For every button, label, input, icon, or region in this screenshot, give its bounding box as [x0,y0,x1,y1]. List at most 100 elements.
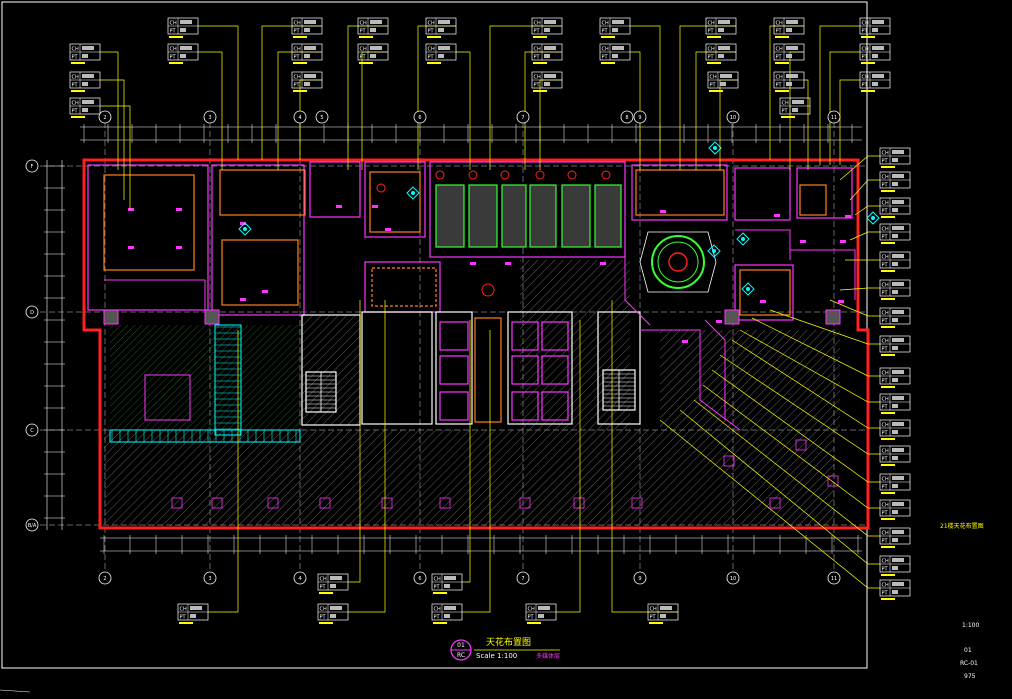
column-marker [211,497,223,509]
light-fixture [774,214,780,217]
tag-code-mark [718,46,730,50]
column-marker [267,497,279,509]
grid-bubble-label: 4 [298,115,301,121]
tag-code-mark [892,310,904,314]
tag-code-mark [330,584,336,588]
tag-ch-label: CH [434,577,441,583]
light-fixture [716,320,722,323]
tag-code-mark [370,54,376,58]
tag-code-mark [82,82,88,86]
tag-ch-label: CH [320,577,327,583]
tag-code-mark [660,614,666,618]
tag-ch-label: CH [776,75,783,81]
tag-code-mark [892,502,904,506]
grid-bubble-label: 2 [103,576,106,582]
side-item-1: 01 [964,647,972,654]
tag-pt-label: PT [782,109,789,115]
light-fixture [176,246,182,249]
tag-ch-label: CH [534,21,541,27]
tag-note-mark [775,90,789,92]
tag-ch-label: CH [882,397,889,403]
tag-ch-label: CH [882,151,889,157]
grid-bubble: 10 [726,571,740,585]
partition-lines [103,220,856,431]
tag-note-mark [881,386,895,388]
tag-ch-label: CH [882,503,889,509]
tag-pt-label: PT [528,615,535,621]
tag-pt-label: PT [882,347,889,353]
grid-bubble: 11 [827,571,841,585]
tag-pt-label: PT [434,615,441,621]
circular-ceiling-feature [639,231,717,293]
section-marker-dot [712,249,716,253]
tag-ch-label: CH [882,201,889,207]
tag-code-mark [892,150,904,154]
light-fixture [470,262,476,265]
section-marker [736,232,750,246]
grid-bubble: 11 [827,110,841,124]
tag-code-mark [612,28,618,32]
tag-code-mark [892,378,898,382]
tag-ch-label: CH [882,175,889,181]
tag-code-mark [718,20,730,24]
column-markers [171,439,839,509]
tag-ch-label: CH [170,21,177,27]
tag-code-mark [612,20,624,24]
light-fixture [176,208,182,211]
tag-code-mark [786,20,798,24]
side-item-2: RC-01 [960,660,978,667]
grid-bubble: 4 [293,110,307,124]
finish-tag: CH PT [357,17,389,38]
tag-ch-label: CH [534,75,541,81]
leader-line [829,51,860,165]
stair-treads [306,369,635,413]
tag-code-mark [786,46,798,50]
leader-line [456,51,471,170]
leader-line [524,51,562,170]
tag-ch-label: CH [360,21,367,27]
tag-note-mark [881,298,895,300]
leader-line [348,300,386,613]
light-fixture [800,240,806,243]
column-marker [319,497,331,509]
tag-code-mark [180,54,186,58]
tag-code-mark [438,46,450,50]
tag-ch-label: CH [294,75,301,81]
tag-code-mark [180,28,186,32]
tag-code-mark [892,318,898,322]
tag-code-mark [82,108,88,112]
leader-line [693,399,880,537]
leader-line [819,25,860,165]
tag-ch-label: CH [534,47,541,53]
grid-bubble-label: 9 [638,115,641,121]
tag-ch-label: CH [862,21,869,27]
grid-bubble: 6 [413,571,427,585]
tag-code-mark [892,484,898,488]
core-slab-hatch [302,315,360,425]
tag-note-mark [881,546,895,548]
tag-code-mark [892,370,904,374]
side-item-3: 975 [964,673,976,680]
tag-note-mark [881,492,895,494]
leader-line [769,309,880,345]
tag-pt-label: PT [862,29,869,35]
tag-code-mark [892,476,904,480]
grid-bubble: C [25,423,39,437]
light-fixture [845,215,851,218]
tag-pt-label: PT [360,29,367,35]
tag-pt-label: PT [294,83,301,89]
